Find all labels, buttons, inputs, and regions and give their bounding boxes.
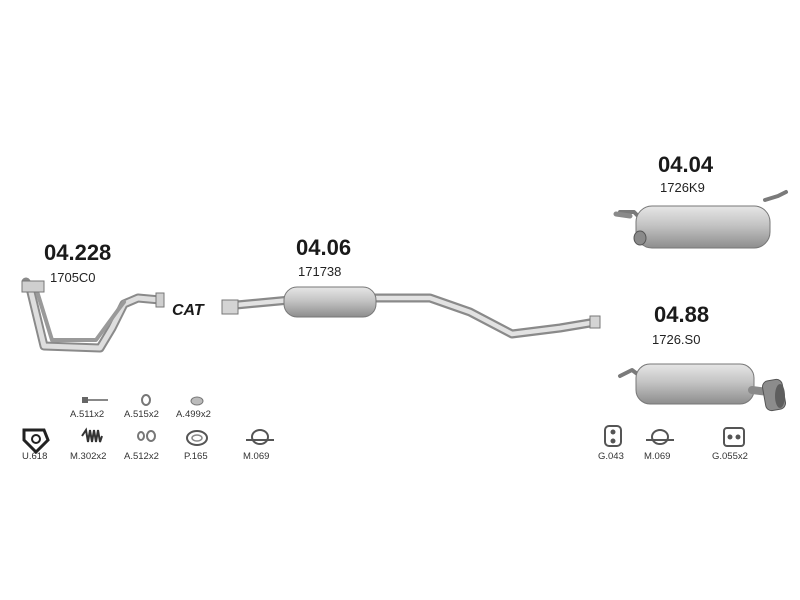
accessory-label: A.511x2 bbox=[70, 409, 105, 420]
middle-pipe-04-06 bbox=[221, 286, 601, 339]
accessory-label: A.499x2 bbox=[176, 409, 211, 420]
part-number-label: 04.06 bbox=[296, 235, 352, 260]
rubber-hanger-double-icon bbox=[723, 427, 745, 447]
washer-icon bbox=[190, 396, 204, 406]
clamp-icon bbox=[246, 429, 274, 445]
accessory-label: G.043 bbox=[598, 451, 624, 462]
rubber-hanger-icon bbox=[604, 425, 622, 447]
spring-icon bbox=[81, 427, 103, 443]
accessory-label: A.512x2 bbox=[124, 451, 159, 462]
part-code-label: 1726K9 bbox=[660, 180, 705, 195]
part-code-label: 1705C0 bbox=[50, 270, 96, 285]
accessory-label: A.515x2 bbox=[124, 409, 159, 420]
accessory-label: M.069 bbox=[644, 451, 671, 462]
gasket-icon bbox=[22, 428, 50, 455]
accessory-label: U.618 bbox=[22, 451, 48, 462]
nut-icon bbox=[141, 394, 151, 406]
part-code-label: 1726.S0 bbox=[652, 332, 701, 347]
ring-icon bbox=[186, 430, 208, 446]
catalytic-converter-label: CAT bbox=[172, 302, 204, 319]
part-number-label: 04.04 bbox=[658, 152, 714, 177]
rear-silencer-04-88 bbox=[618, 363, 787, 412]
bolt-icon bbox=[82, 397, 108, 403]
front-pipe-04228 bbox=[21, 277, 165, 353]
accessory-label: M.069 bbox=[243, 451, 270, 462]
accessory-label: G.055x2 bbox=[712, 451, 748, 462]
part-code-label: 171738 bbox=[298, 264, 342, 279]
clamp-icon bbox=[646, 429, 674, 445]
rear-silencer-04-04 bbox=[613, 190, 788, 249]
part-number-label: 04.228 bbox=[44, 240, 112, 265]
part-number-label: 04.88 bbox=[654, 302, 710, 327]
accessory-label: M.302x2 bbox=[70, 451, 107, 462]
accessory-label: P.165 bbox=[184, 451, 208, 462]
nut-pair-icon bbox=[137, 430, 156, 442]
